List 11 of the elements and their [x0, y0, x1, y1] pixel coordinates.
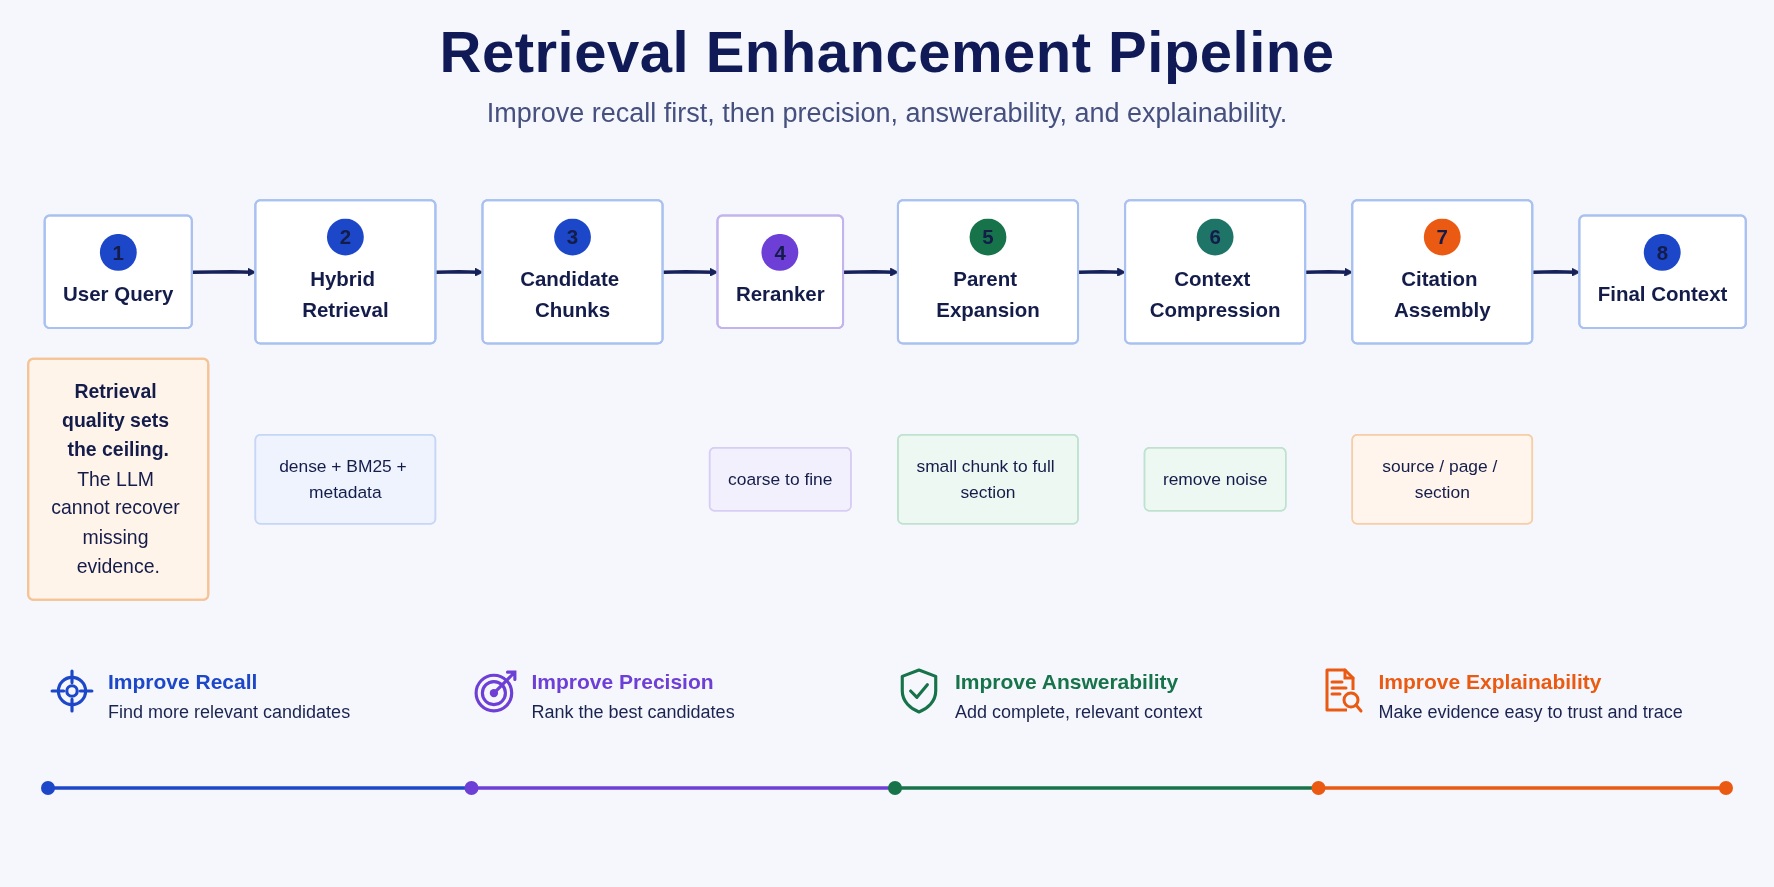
stage-description: Make evidence easy to trust and trace — [1378, 702, 1683, 723]
subtitle: Improve recall first, then precision, answerability, and explainability. — [486, 98, 1288, 129]
stage-description: Add complete, relevant context — [955, 702, 1203, 723]
stage-description: Find more relevant candidates — [108, 702, 351, 723]
stage-heading: Improve Precision — [531, 670, 715, 694]
title: Retrieval Enhancement Pipeline — [439, 18, 1335, 85]
stage-heading: Improve Explainability — [1378, 670, 1603, 694]
stage-description: Rank the best candidates — [531, 702, 735, 723]
arrow — [1078, 267, 1126, 277]
stage-heading: Improve Answerability — [955, 670, 1180, 694]
stage-heading: Improve Recall — [108, 670, 259, 694]
